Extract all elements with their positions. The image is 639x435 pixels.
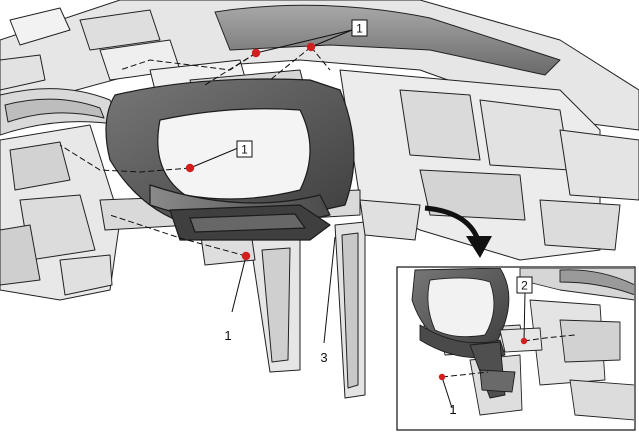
red-dot-icon: [438, 373, 446, 381]
clip-markers: [185, 42, 316, 261]
leader-lines: [59, 29, 353, 344]
red-dot-icon: [306, 42, 316, 52]
callout-boxed-top: 1: [351, 19, 368, 37]
red-dot-icon: [185, 163, 195, 173]
curved-arrow-icon: [424, 205, 492, 258]
detail-inset: 2 1: [396, 266, 636, 431]
callout-boxed-inset: 2: [516, 276, 533, 294]
dashboard-frame: [0, 0, 639, 399]
callout-part-3: 3: [320, 350, 327, 365]
instrument-cluster-hood: [105, 78, 355, 241]
red-dot-icon: [520, 337, 528, 345]
callout-label: 1: [356, 22, 363, 36]
red-dot-icon: [241, 251, 251, 261]
callout-boxed-mid: 1: [236, 140, 253, 158]
callout-label: 1: [241, 143, 248, 157]
callout-label: 2: [521, 279, 528, 293]
callout-plain-inset-1: 1: [449, 402, 456, 417]
red-dot-icon: [251, 48, 261, 58]
callout-plain-1: 1: [224, 328, 231, 343]
